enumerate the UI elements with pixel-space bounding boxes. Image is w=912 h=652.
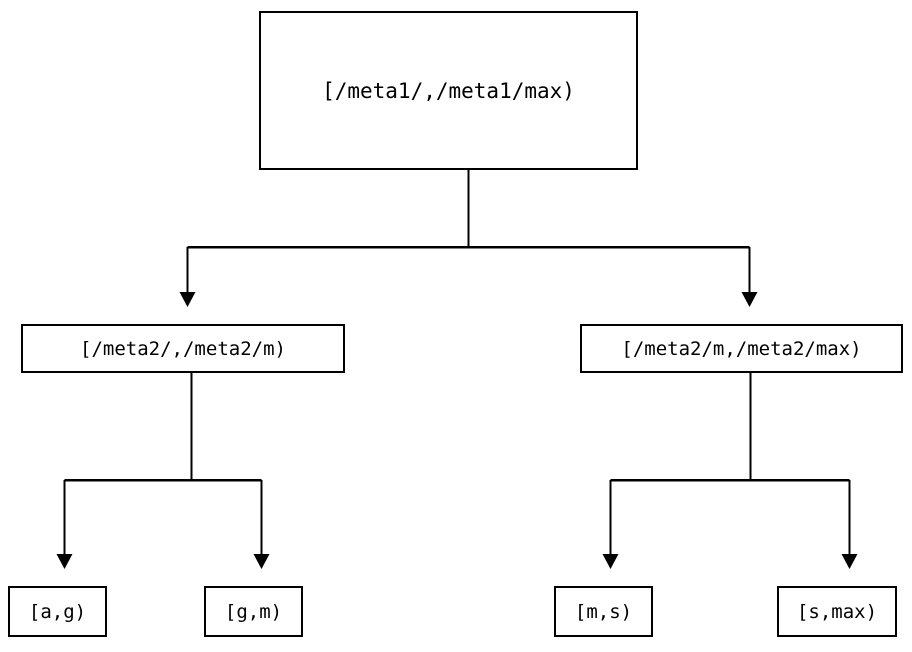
arrowhead-to-leaf3 [602, 554, 619, 569]
arrowhead-to-leaf4 [841, 554, 858, 569]
arrowhead-to-mid-right [741, 292, 758, 307]
node-mid-right-label: [/meta2/m,/meta2/max) [621, 337, 862, 360]
node-root-label: [/meta1/,/meta1/max) [322, 78, 575, 103]
node-leaf-g-m[interactable]: [g,m) [204, 586, 303, 637]
node-mid-left-label: [/meta2/,/meta2/m) [80, 337, 286, 360]
node-mid-left[interactable]: [/meta2/,/meta2/m) [21, 324, 345, 373]
arrowhead-to-leaf2 [253, 554, 270, 569]
node-mid-right[interactable]: [/meta2/m,/meta2/max) [580, 324, 903, 373]
node-leaf-a-g-label: [a,g) [28, 600, 87, 623]
node-leaf-s-max-label: [s,max) [796, 600, 878, 623]
arrowhead-to-mid-left [179, 292, 196, 307]
node-leaf-g-m-label: [g,m) [224, 600, 283, 623]
node-root[interactable]: [/meta1/,/meta1/max) [259, 11, 638, 170]
node-leaf-m-s-label: [m,s) [574, 600, 633, 623]
node-leaf-a-g[interactable]: [a,g) [8, 586, 107, 637]
node-leaf-s-max[interactable]: [s,max) [777, 586, 897, 637]
arrowhead-to-leaf1 [56, 554, 73, 569]
node-leaf-m-s[interactable]: [m,s) [554, 586, 653, 637]
